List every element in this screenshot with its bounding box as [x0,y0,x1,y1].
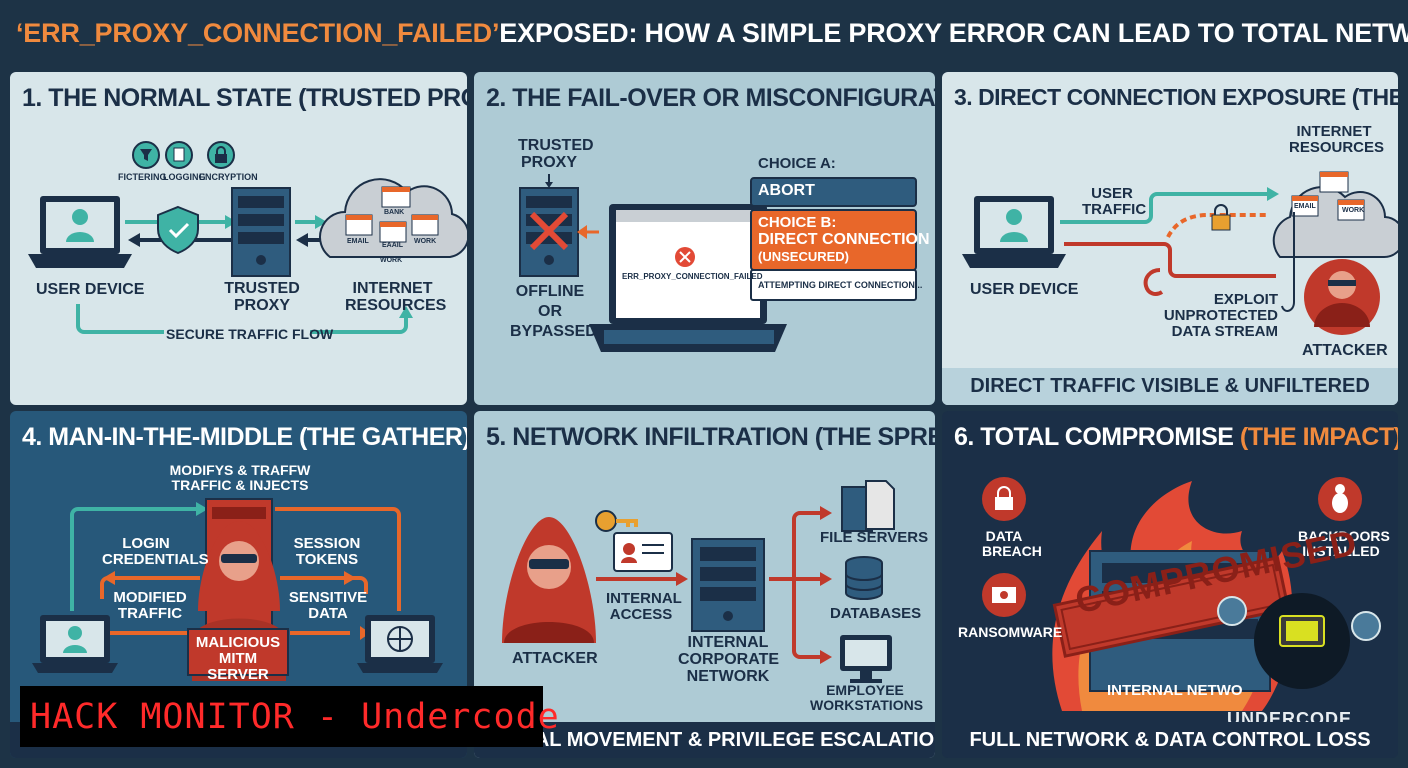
trusted-proxy-label: TRUSTED PROXY [224,280,300,314]
choice-a-label: CHOICE A: [758,155,836,172]
databases-label: DATABASES [830,605,922,622]
panel-title: 3. DIRECT CONNECTION EXPOSURE (THE HOOK) [954,84,1398,110]
malicious-server-label: MALICIOUS MITM SERVER [195,634,281,683]
data-breach-label: DATA BREACH [982,528,1042,559]
attempting-label: ATTEMPTING DIRECT CONNECTION... [758,280,923,290]
panel-title: 1. THE NORMAL STATE (TRUSTED PROXY) [22,84,467,112]
watermark-overlay: HACK MONITOR - Undercode [20,686,559,747]
key-icon [595,510,617,532]
file-servers-label: FILE SERVERS [820,529,929,546]
user-traffic-label: USER TRAFFIC [1082,185,1147,218]
panel-title: 2. THE FAIL-OVER OR MISCONFIGURATION [486,84,935,112]
session-label: SESSION TOKENS [293,535,361,568]
user-device-label: USER DEVICE [36,281,145,298]
panel-failover: 2. THE FAIL-OVER OR MISCONFIGURATION TRU… [474,72,935,405]
abort-option [750,177,917,207]
encryption-label: ENCRYPTION [199,172,258,182]
workstations-label: EMPLOYEE WORKSTATIONS [810,682,924,713]
filtering-label: FICTERING [118,172,167,182]
internet-resources-label: INTERNET RESOURCES [1289,123,1385,156]
panel-normal-state: 1. THE NORMAL STATE (TRUSTED PROXY) [10,72,467,405]
title-part-b: (THE IMPACT) [1239,423,1398,451]
secure-flow-label: SECURE TRAFFIC FLOW [166,326,334,342]
banner-highlight: ‘ERR_PROXY_CONNECTION_FAILED’ [16,17,500,48]
direct-connection-label[interactable]: DIRECT CONNECTION [758,231,930,248]
abort-label[interactable]: ABORT [758,182,815,199]
attacker-label: ATTACKER [512,650,598,667]
internet-resources-label: INTERNET RESOURCES [345,280,447,314]
lock-icon [1211,214,1231,231]
panel-direct-exposure: 3. DIRECT CONNECTION EXPOSURE (THE HOOK)… [942,72,1398,405]
panel-footer: INTERNAL MOVEMENT & PRIVILEGE ESCALATION [474,728,935,751]
panel-title: 6. TOTAL COMPROMISE (THE IMPACT) [954,423,1398,452]
compromised-stamp [1052,556,1291,658]
internal-network-label: INTERNAL NETWO [1107,682,1243,699]
logging-label: LOGGING [163,172,206,182]
exploit-label: EXPLOIT UNPROTECTED DATA STREAM [1163,291,1278,340]
modifies-label: MODIFYS & TRAFFW TRAFFIC & INJECTS [169,462,311,493]
banner-title: EXPOSED: HOW A SIMPLE PROXY ERROR CAN LE… [499,17,1408,48]
internal-access-label: INTERNAL ACCESS [606,590,682,623]
panel-footer: FULL NETWORK & DATA CONTROL LOSS [942,722,1398,758]
attempting-box [750,269,917,301]
user-device-label: USER DEVICE [970,281,1079,298]
email-label: EMAIL [347,238,369,245]
backdoors-label: BACKDOORS INSTALLED [1298,528,1390,559]
watermark-text: HACK MONITOR - Undercode [30,696,560,737]
panel-infiltration: 5. NETWORK INFILTRATION (THE SPREAD) ATT… [474,411,935,758]
ransomware-label: RANSOMWARE [958,624,1063,640]
shield-icon [157,205,199,255]
internal-network-label: INTERNAL CORPORATE NETWORK [678,634,780,685]
panel-footer: DIRECT TRAFFIC VISIBLE & UNFILTERED [970,375,1370,397]
mitm-diagram [10,498,467,758]
exposure-diagram [942,171,1398,405]
attacker-label: ATTACKER [1302,342,1388,359]
offline-label: OFFLINE OR BYPASSED [510,283,597,340]
panel-title: 4. MAN-IN-THE-MIDDLE (THE GATHER) [22,423,467,451]
normal-state-diagram [28,141,467,334]
work-label: WORK [414,238,437,245]
modified-label: MODIFIED TRAFFIC [113,589,187,622]
hook-icon [1143,268,1164,296]
compromise-diagram [982,477,1381,711]
page-banner: ‘ERR_PROXY_CONNECTION_FAILED’ EXPOSED: H… [0,0,1408,66]
sensitive-label: SENSITIVE DATA [288,589,368,622]
panel-title: 5. NETWORK INFILTRATION (THE SPREAD) [486,423,935,451]
choice-b-label: CHOICE B: [758,214,837,231]
work-label: WORK [1342,207,1365,214]
email-label: EMAIL [1294,203,1316,210]
unsecured-label: (UNSECURED) [758,249,849,264]
login-label: LOGIN CREDENTIALS [102,535,209,568]
infiltration-diagram [474,480,935,758]
failover-diagram [519,174,917,352]
email2-label: EAAIL [382,242,403,249]
title-part-a: 6. TOTAL COMPROMISE [954,423,1240,451]
trusted-proxy-label: TRUSTED PROXY [518,137,594,171]
error-code-label: ERR_PROXY_CONNECTION_FAILED [622,272,763,281]
panel-total-compromise: 6. TOTAL COMPROMISE (THE IMPACT) DATA BR… [942,411,1398,758]
bank-label: BANK [384,209,405,216]
work2-label: WORK [380,257,403,264]
